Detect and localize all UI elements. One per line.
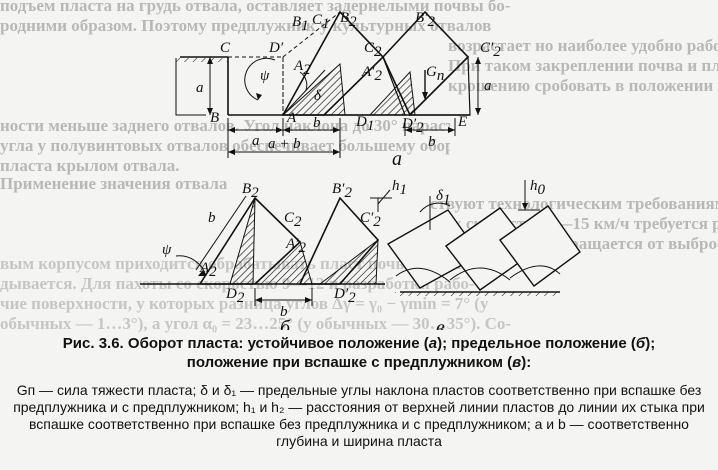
label-b-A2-prime: A′2	[285, 236, 306, 256]
label-B2-prime: B′2	[415, 10, 435, 30]
label-B2: B2	[340, 10, 357, 30]
label-delta: δ	[314, 88, 322, 104]
label-b-b-left: b	[208, 210, 216, 226]
caption-part1: Оборот пласта: устойчивое положение (	[127, 335, 429, 352]
label-A2: A2	[293, 58, 311, 78]
bg-text-line: обычных — 1…3°), а угол α₀ = 23…25° (у о…	[0, 314, 512, 333]
caption-a: а	[428, 335, 438, 352]
label-b-C2: C2	[284, 210, 302, 230]
bg-text-line: возрастает но наиболее удобно работать п…	[448, 36, 718, 55]
label-v-h0: h0	[530, 178, 546, 198]
caption-b: б	[635, 335, 646, 352]
label-b-h1: h1	[392, 178, 407, 198]
bg-text-line: угла у полувинтовых отвалов обеспечивает…	[0, 136, 450, 155]
label-B: B	[210, 110, 219, 126]
bg-text-line: пласта крылом отвала.	[0, 156, 180, 175]
label-v-delta1: δ1	[436, 188, 450, 208]
label-A: A	[286, 110, 297, 126]
label-A2-prime: A′2	[361, 64, 382, 84]
caption-prefix: Рис. 3.6.	[62, 335, 124, 352]
label-B1: B1	[292, 14, 309, 34]
dim-b-2: b	[428, 134, 436, 150]
bg-text-line: Применение значения отвала лемешных корп…	[0, 174, 230, 193]
panel-label-a: а	[392, 148, 402, 170]
panel-v	[386, 180, 581, 296]
label-b-A2: A2	[199, 260, 217, 280]
caption-part4: положение при вспашке с предплужником (	[186, 354, 513, 371]
bg-text-line: ствуют технологическим требованиям при р…	[430, 194, 718, 213]
label-a-left: a	[196, 80, 204, 96]
label-C2: C2	[364, 40, 382, 60]
label-b-D2: D2	[225, 286, 245, 306]
caption-part2: ); предельное положение (	[437, 335, 636, 352]
label-psi: ψ	[260, 68, 270, 84]
panel-label-b: б	[280, 317, 291, 330]
dim-b: b	[313, 115, 321, 131]
label-D2-prime: D′2	[401, 116, 424, 136]
label-C: C	[220, 40, 231, 56]
bg-text-line: подъем пласта на грудь отвала, оставляет…	[0, 0, 511, 15]
label-D-prime: D′	[268, 40, 284, 56]
label-b-C2-prime: C′2	[360, 210, 381, 230]
caption-part3: );	[645, 335, 656, 352]
caption-v: в	[512, 354, 522, 371]
label-b-psi: ψ	[162, 242, 172, 258]
dim-a: a	[252, 133, 260, 149]
bg-text-line: родними образом. Поэтому предплужник у к…	[0, 16, 492, 35]
panel-a	[175, 10, 481, 158]
label-b-B2: B2	[242, 181, 259, 201]
label-D1: D1	[355, 114, 374, 134]
label-E: E	[457, 114, 467, 130]
bg-text-line: чие поверхности, у которых разница углов…	[0, 294, 489, 313]
figure-diagram: C D′ B1 C1 B2 B′2 C2 C′2 A2 A′2 Gп ψ δ a…	[140, 10, 581, 330]
dim-a-plus-b: a + b	[268, 136, 301, 152]
caption-part5: ):	[521, 354, 532, 371]
bg-text-line: При таком закреплении почва и пласт хоро…	[448, 56, 718, 75]
panel-label-v: в	[436, 317, 445, 330]
label-C1: C1	[312, 12, 330, 32]
panel-b	[140, 189, 392, 306]
label-b-b-dim: b	[280, 304, 288, 320]
label-b-B2-prime: B′2	[332, 181, 352, 201]
bg-text-line: крошению сробовать в положении и отвала …	[448, 76, 718, 95]
label-Gn: Gп	[426, 64, 444, 84]
label-C2-prime: C′2	[480, 40, 501, 60]
figure-caption: Рис. 3.6. Оборот пласта: устойчивое поло…	[0, 334, 718, 372]
figure-legend: Gп — сила тяжести пласта; δ и δ₁ — преде…	[13, 382, 705, 449]
label-a-right: a	[484, 78, 492, 94]
label-b-D2-prime: D′2	[333, 286, 356, 306]
